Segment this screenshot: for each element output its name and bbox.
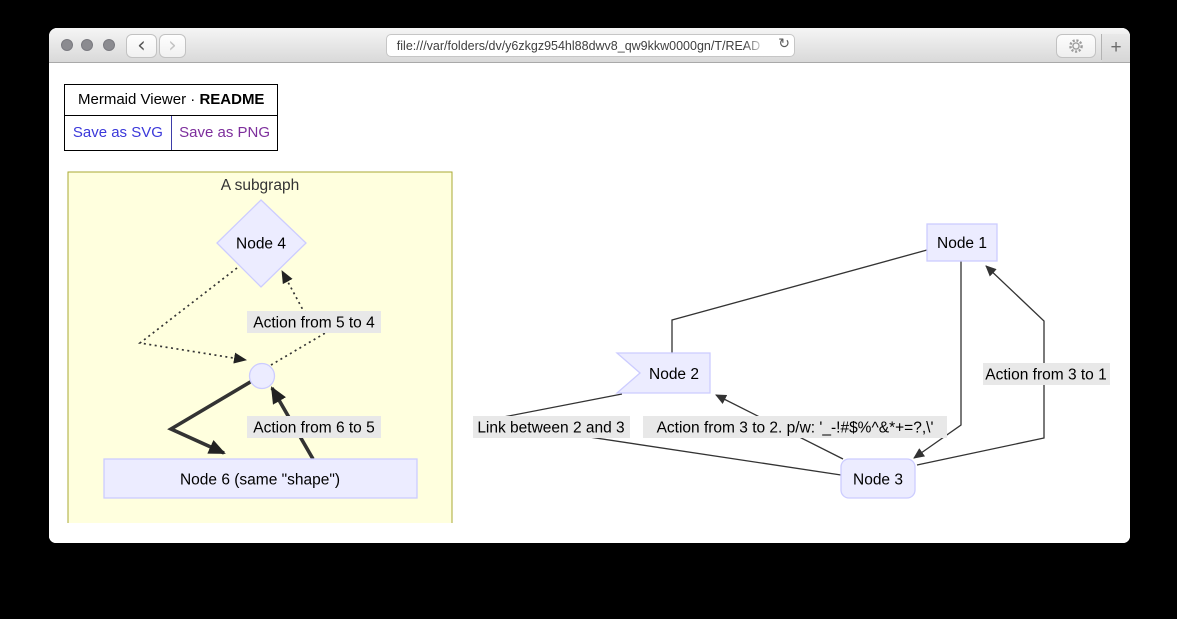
browser-window: ‹ › file:///var/folders/dv/y6zkgz954hl88… (49, 28, 1130, 543)
node-1-rect: Node 1 (926, 223, 998, 262)
subgraph-title: A subgraph (221, 177, 299, 194)
back-button[interactable]: ‹ (126, 34, 157, 58)
svg-text:Action from 6 to 5: Action from 6 to 5 (253, 420, 374, 437)
svg-text:Action from 3 to 2. p/w: '_-!#: Action from 3 to 2. p/w: '_-!#$%^&*+=?,\… (657, 420, 934, 437)
window-close-button[interactable] (61, 39, 73, 51)
save-buttons-row: Save as SVG Save as PNG (65, 116, 277, 150)
page-title-prefix: Mermaid Viewer · (78, 91, 196, 108)
node-4-diamond: Node 4 (216, 199, 307, 288)
toolbar-divider (1101, 34, 1102, 60)
edge-label-action-5-to-4: Action from 5 to 4 (247, 311, 381, 333)
page-content: Mermaid Viewer · README Save as SVG Save… (49, 63, 1130, 543)
svg-text:Node 6 (same "shape"): Node 6 (same "shape") (180, 472, 340, 489)
edge-label-action-3-to-1: Action from 3 to 1 (983, 363, 1110, 385)
save-as-png-button[interactable]: Save as PNG (179, 124, 271, 141)
svg-text:Node 4: Node 4 (236, 236, 286, 253)
mermaid-flowchart: A subgraph Action from 5 to 4 (67, 171, 1110, 523)
edge-node1-to-node2 (671, 249, 928, 353)
edge-node5-to-node6 (167, 379, 253, 455)
svg-text:Node 3: Node 3 (853, 472, 903, 489)
svg-text:Action from 3 to 1: Action from 3 to 1 (985, 367, 1106, 384)
svg-text:Node 2: Node 2 (649, 366, 699, 383)
url-text: file:///var/folders/dv/y6zkgz954hl88dwv8… (396, 38, 761, 53)
back-icon: ‹ (137, 32, 146, 57)
forward-button[interactable]: › (159, 34, 186, 58)
page-title: Mermaid Viewer · README (65, 85, 278, 116)
window-minimize-button[interactable] (81, 39, 93, 51)
svg-text:Node 1: Node 1 (937, 235, 987, 252)
settings-button[interactable] (1056, 34, 1096, 58)
save-as-svg-button[interactable]: Save as SVG (65, 116, 172, 150)
svg-text:Action from 5 to 4: Action from 5 to 4 (253, 315, 375, 332)
url-field[interactable]: file:///var/folders/dv/y6zkgz954hl88dwv8… (386, 34, 795, 57)
viewer-header: Mermaid Viewer · README Save as SVG Save… (64, 84, 279, 151)
new-tab-button[interactable]: + (1102, 34, 1130, 62)
edge-node4-to-node5 (137, 267, 247, 364)
node-6-rect: Node 6 (same "shape") (103, 458, 418, 499)
url-text-fade (744, 36, 772, 56)
edge-label-link-2-and-3: Link between 2 and 3 (473, 416, 630, 438)
edge-node1-to-node3 (913, 261, 962, 459)
window-zoom-button[interactable] (103, 39, 115, 51)
forward-icon: › (168, 32, 177, 57)
svg-text:Link between 2 and 3: Link between 2 and 3 (477, 420, 624, 437)
page-title-doc: README (199, 91, 265, 108)
node-2-odd-shape: Node 2 (615, 352, 711, 394)
node-5-circle (248, 362, 276, 390)
edge-label-action-3-to-2: Action from 3 to 2. p/w: '_-!#$%^&*+=?,\… (643, 416, 947, 438)
browser-toolbar: ‹ › file:///var/folders/dv/y6zkgz954hl88… (49, 28, 1130, 63)
edge-label-action-6-to-5: Action from 6 to 5 (247, 416, 381, 438)
gear-icon (1069, 39, 1083, 53)
reload-button[interactable]: ↻ (778, 36, 790, 52)
node-3-rounded-rect: Node 3 (840, 458, 916, 499)
